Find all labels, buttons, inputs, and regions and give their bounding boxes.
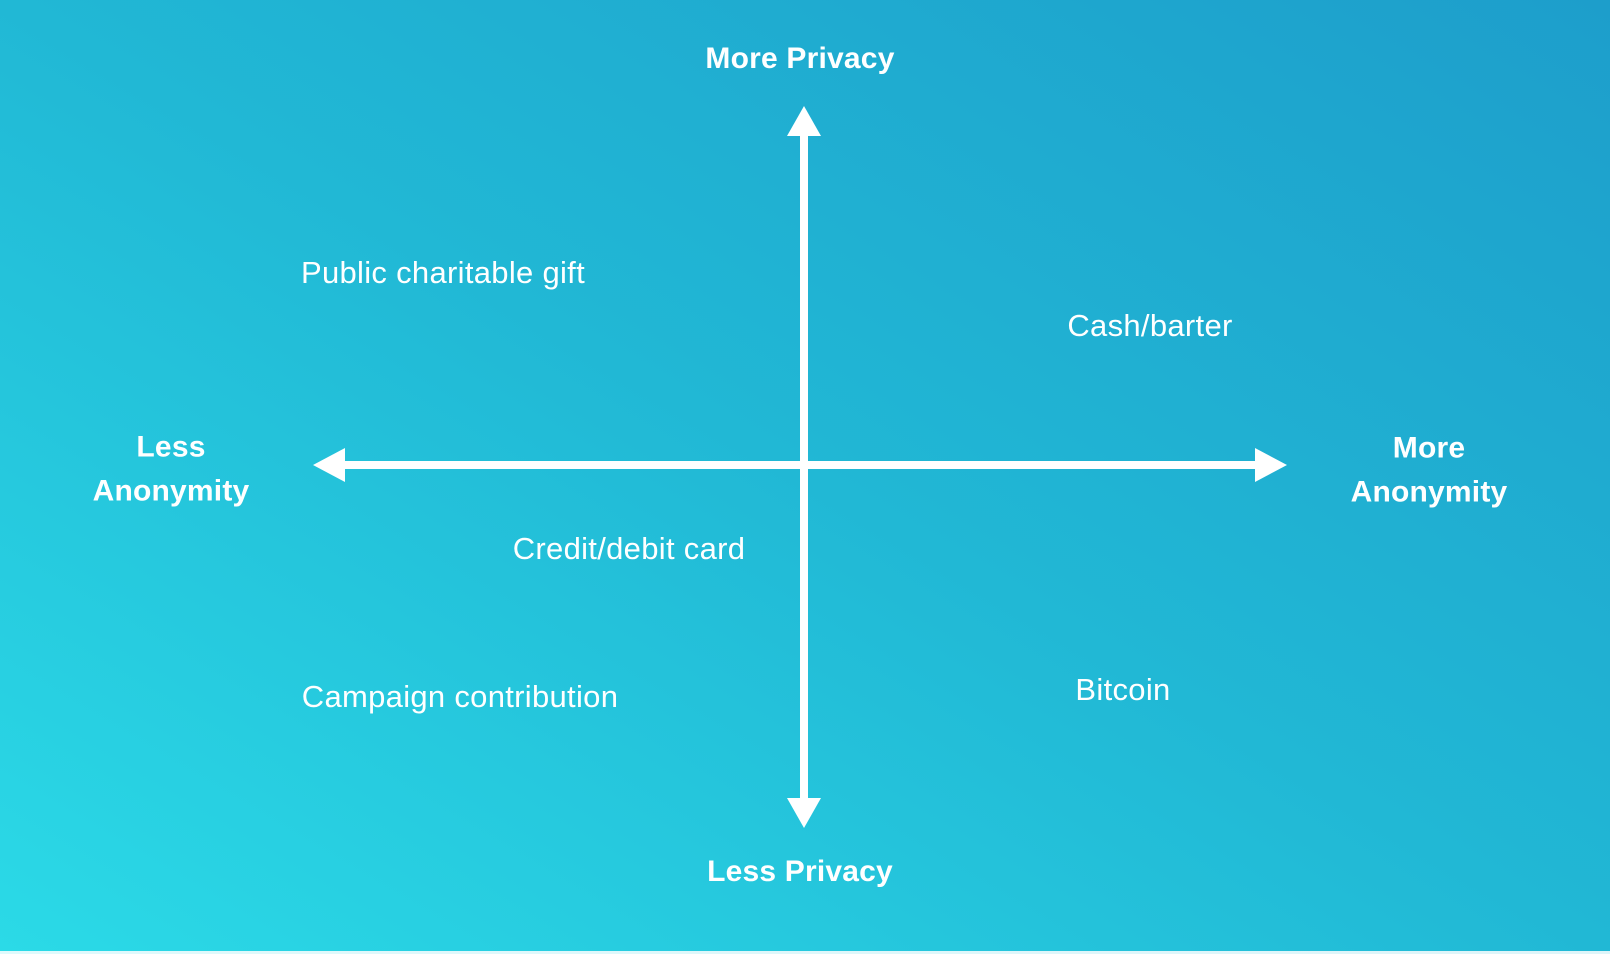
horizontal-axis-line [345,461,1255,469]
arrow-up-icon [787,106,821,136]
bottom-edge-strip [0,951,1610,954]
arrow-right-icon [1255,448,1287,482]
axis-label-less-anonymity: Less Anonymity [92,430,250,508]
axis-label-more-anonymity: More Anonymity [1350,431,1508,509]
axis-label-more-privacy: More Privacy [705,42,895,75]
item-credit-debit-card: Credit/debit card [512,531,746,566]
axis-label-less-privacy: Less Privacy [707,855,893,888]
item-cash-barter: Cash/barter [1067,308,1233,343]
arrow-left-icon [313,448,345,482]
item-campaign-contribution: Campaign contribution [301,679,619,714]
item-public-charitable-gift: Public charitable gift [300,255,586,290]
item-bitcoin: Bitcoin [1075,672,1171,707]
arrow-down-icon [787,798,821,828]
